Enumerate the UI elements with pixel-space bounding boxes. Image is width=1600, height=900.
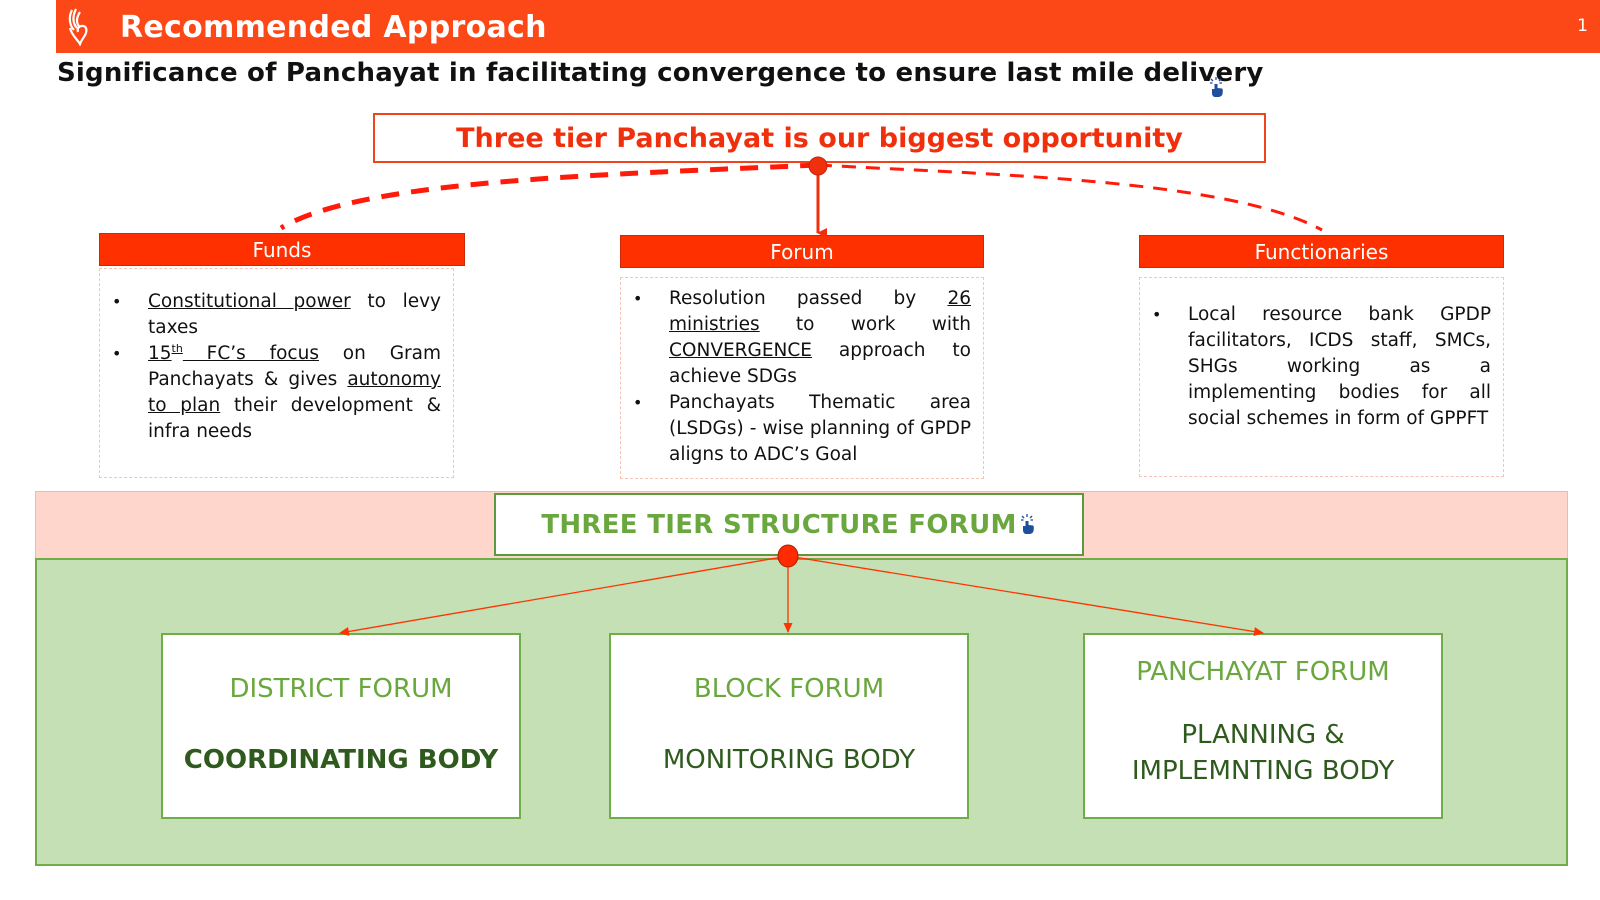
opportunity-text: Three tier Panchayat is our biggest oppo…: [456, 122, 1183, 154]
connector-functionaries: [817, 163, 1323, 232]
pillar-body-funds: Constitutional power to levy taxes15th F…: [99, 268, 454, 478]
bullet-text-segment: to levy taxes: [148, 291, 441, 338]
bullet-text-segment: approach to achieve SDGs: [669, 340, 971, 387]
bullet-item: Local resource bank GPDP facilitators, I…: [1140, 302, 1491, 432]
bullet-item: Constitutional power to levy taxes: [100, 289, 441, 341]
bullet-item: Resolution passed by 26 ministries to wo…: [621, 286, 971, 390]
flame-hand-logo-icon: [64, 6, 92, 47]
bullet-list: Constitutional power to levy taxes15th F…: [100, 289, 441, 445]
bullet-text-segment: to work with: [759, 314, 971, 335]
tier-box-block: BLOCK FORUM MONITORING BODY: [609, 633, 969, 819]
bullet-list: Resolution passed by 26 ministries to wo…: [621, 286, 971, 468]
bullet-text-segment: autonomy to plan: [148, 369, 441, 416]
bullet-text-segment: 26 ministries: [669, 288, 971, 335]
connector-node: [808, 156, 828, 176]
bullet-item: 15th FC’s focus on Gram Panchayats & giv…: [100, 341, 441, 445]
connector-district: [339, 555, 789, 636]
opportunity-box: Three tier Panchayat is our biggest oppo…: [373, 113, 1266, 163]
connector-funds: [279, 162, 819, 231]
header-bar: Recommended Approach 1: [56, 0, 1600, 53]
pillar-body-functionaries: Local resource bank GPDP facilitators, I…: [1139, 277, 1504, 477]
tier-box-district: DISTRICT FORUM COORDINATING BODY: [161, 633, 521, 819]
bullet-text-segment: FC’s focus: [182, 343, 319, 364]
tier-role: PLANNING & IMPLEMNTING BODY: [1131, 720, 1395, 786]
structure-title: THREE TIER STRUCTURE FORUM: [541, 509, 1017, 540]
bullet-text-segment: Resolution passed by: [669, 288, 948, 309]
tier-name: DISTRICT FORUM: [229, 674, 453, 704]
hand-pointer-icon[interactable]: [1019, 511, 1037, 541]
pillar-header-functionaries: Functionaries: [1139, 235, 1504, 268]
pillar-title: Functionaries: [1254, 239, 1389, 264]
bullet-list: Local resource bank GPDP facilitators, I…: [1140, 302, 1491, 432]
bullet-text-segment: their development & infra needs: [148, 395, 441, 442]
page-number: 1: [1577, 16, 1588, 36]
tier-role: COORDINATING BODY: [183, 745, 499, 775]
hand-pointer-icon[interactable]: [1208, 77, 1226, 101]
bullet-text-segment: Constitutional power: [148, 291, 351, 312]
tier-name: BLOCK FORUM: [693, 674, 885, 704]
bullet-text-segment: CONVERGENCE: [669, 340, 812, 361]
page-title: Recommended Approach: [120, 10, 547, 45]
connector-node: [777, 544, 799, 568]
tier-role: MONITORING BODY: [662, 745, 916, 775]
bullet-text-segment: th: [171, 341, 183, 355]
connector-panchayat: [787, 555, 1264, 637]
subtitle-text: Significance of Panchayat in facilitatin…: [57, 58, 1264, 88]
pillar-header-forum: Forum: [620, 235, 984, 268]
tier-name: PANCHAYAT FORUM: [1136, 657, 1390, 687]
subtitle: Significance of Panchayat in facilitatin…: [57, 58, 1264, 88]
structure-title-box: THREE TIER STRUCTURE FORUM: [494, 493, 1084, 556]
pillar-body-forum: Resolution passed by 26 ministries to wo…: [620, 277, 984, 479]
bullet-text-segment: on Gram Panchayats & gives: [148, 343, 441, 390]
bullet-text-segment: Local resource bank GPDP facilitators, I…: [1188, 304, 1491, 429]
pillar-title: Funds: [252, 237, 312, 262]
bullet-text-segment: Panchayats Thematic area (LSDGs) - wise …: [669, 392, 971, 465]
tier-box-panchayat: PANCHAYAT FORUM PLANNING & IMPLEMNTING B…: [1083, 633, 1443, 819]
pillar-title: Forum: [770, 239, 834, 264]
bullet-item: Panchayats Thematic area (LSDGs) - wise …: [621, 390, 971, 468]
bullet-text-segment: 15: [148, 343, 172, 364]
pillar-header-funds: Funds: [99, 233, 465, 266]
